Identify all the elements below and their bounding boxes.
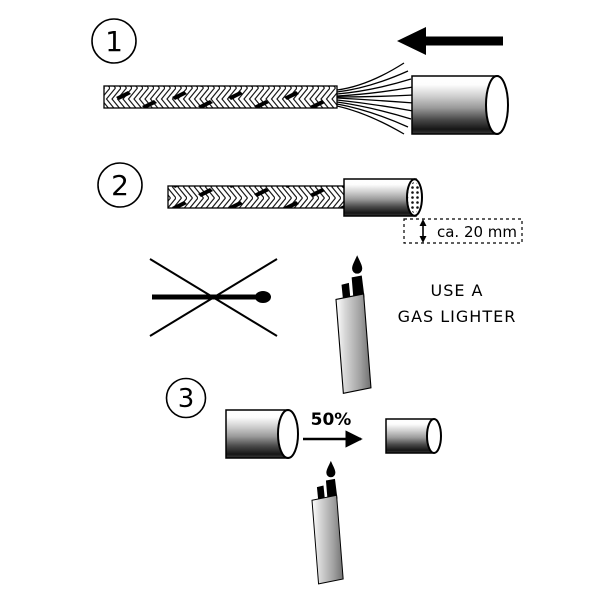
step-1-badge [91,18,137,64]
wire-strands-end [408,182,421,213]
note-line-2: GAS LIGHTER [398,307,517,326]
step-1-number: 1 [105,25,123,58]
shrink-percent-label: 50% [311,410,352,430]
match-icon [152,291,271,303]
braided-cable-step2 [167,185,351,209]
step-3-badge [165,377,207,419]
frayed-wires [336,62,415,135]
braided-cable-step1 [103,85,338,109]
shrink-tube-step1 [411,75,509,135]
dimension-label: ca. 20 mm [437,223,517,241]
gas-lighter-note: USE A GAS LIGHTER [335,254,517,394]
step-2-number: 2 [111,169,129,202]
dimension-box [403,218,523,244]
step-3: 3 50% [165,377,442,585]
step-3-number: 3 [178,384,195,414]
no-match-warning [149,258,278,337]
arrow-left-icon [397,27,503,55]
step-2-badge [97,162,143,208]
tube-before-shrink [225,409,299,459]
gas-lighter-icon [335,254,372,394]
double-arrow-icon [419,219,427,243]
cross-out-icon [149,258,278,337]
tube-after-shrink [385,418,442,454]
note-line-1: USE A [430,281,483,300]
shrink-tube-on-cable [343,178,423,217]
dimension-callout: ca. 20 mm [403,218,523,244]
step-1: 1 [91,18,509,135]
gas-lighter-icon-step3 [311,460,344,585]
step-2: 2 ca. 20 mm [97,162,523,244]
